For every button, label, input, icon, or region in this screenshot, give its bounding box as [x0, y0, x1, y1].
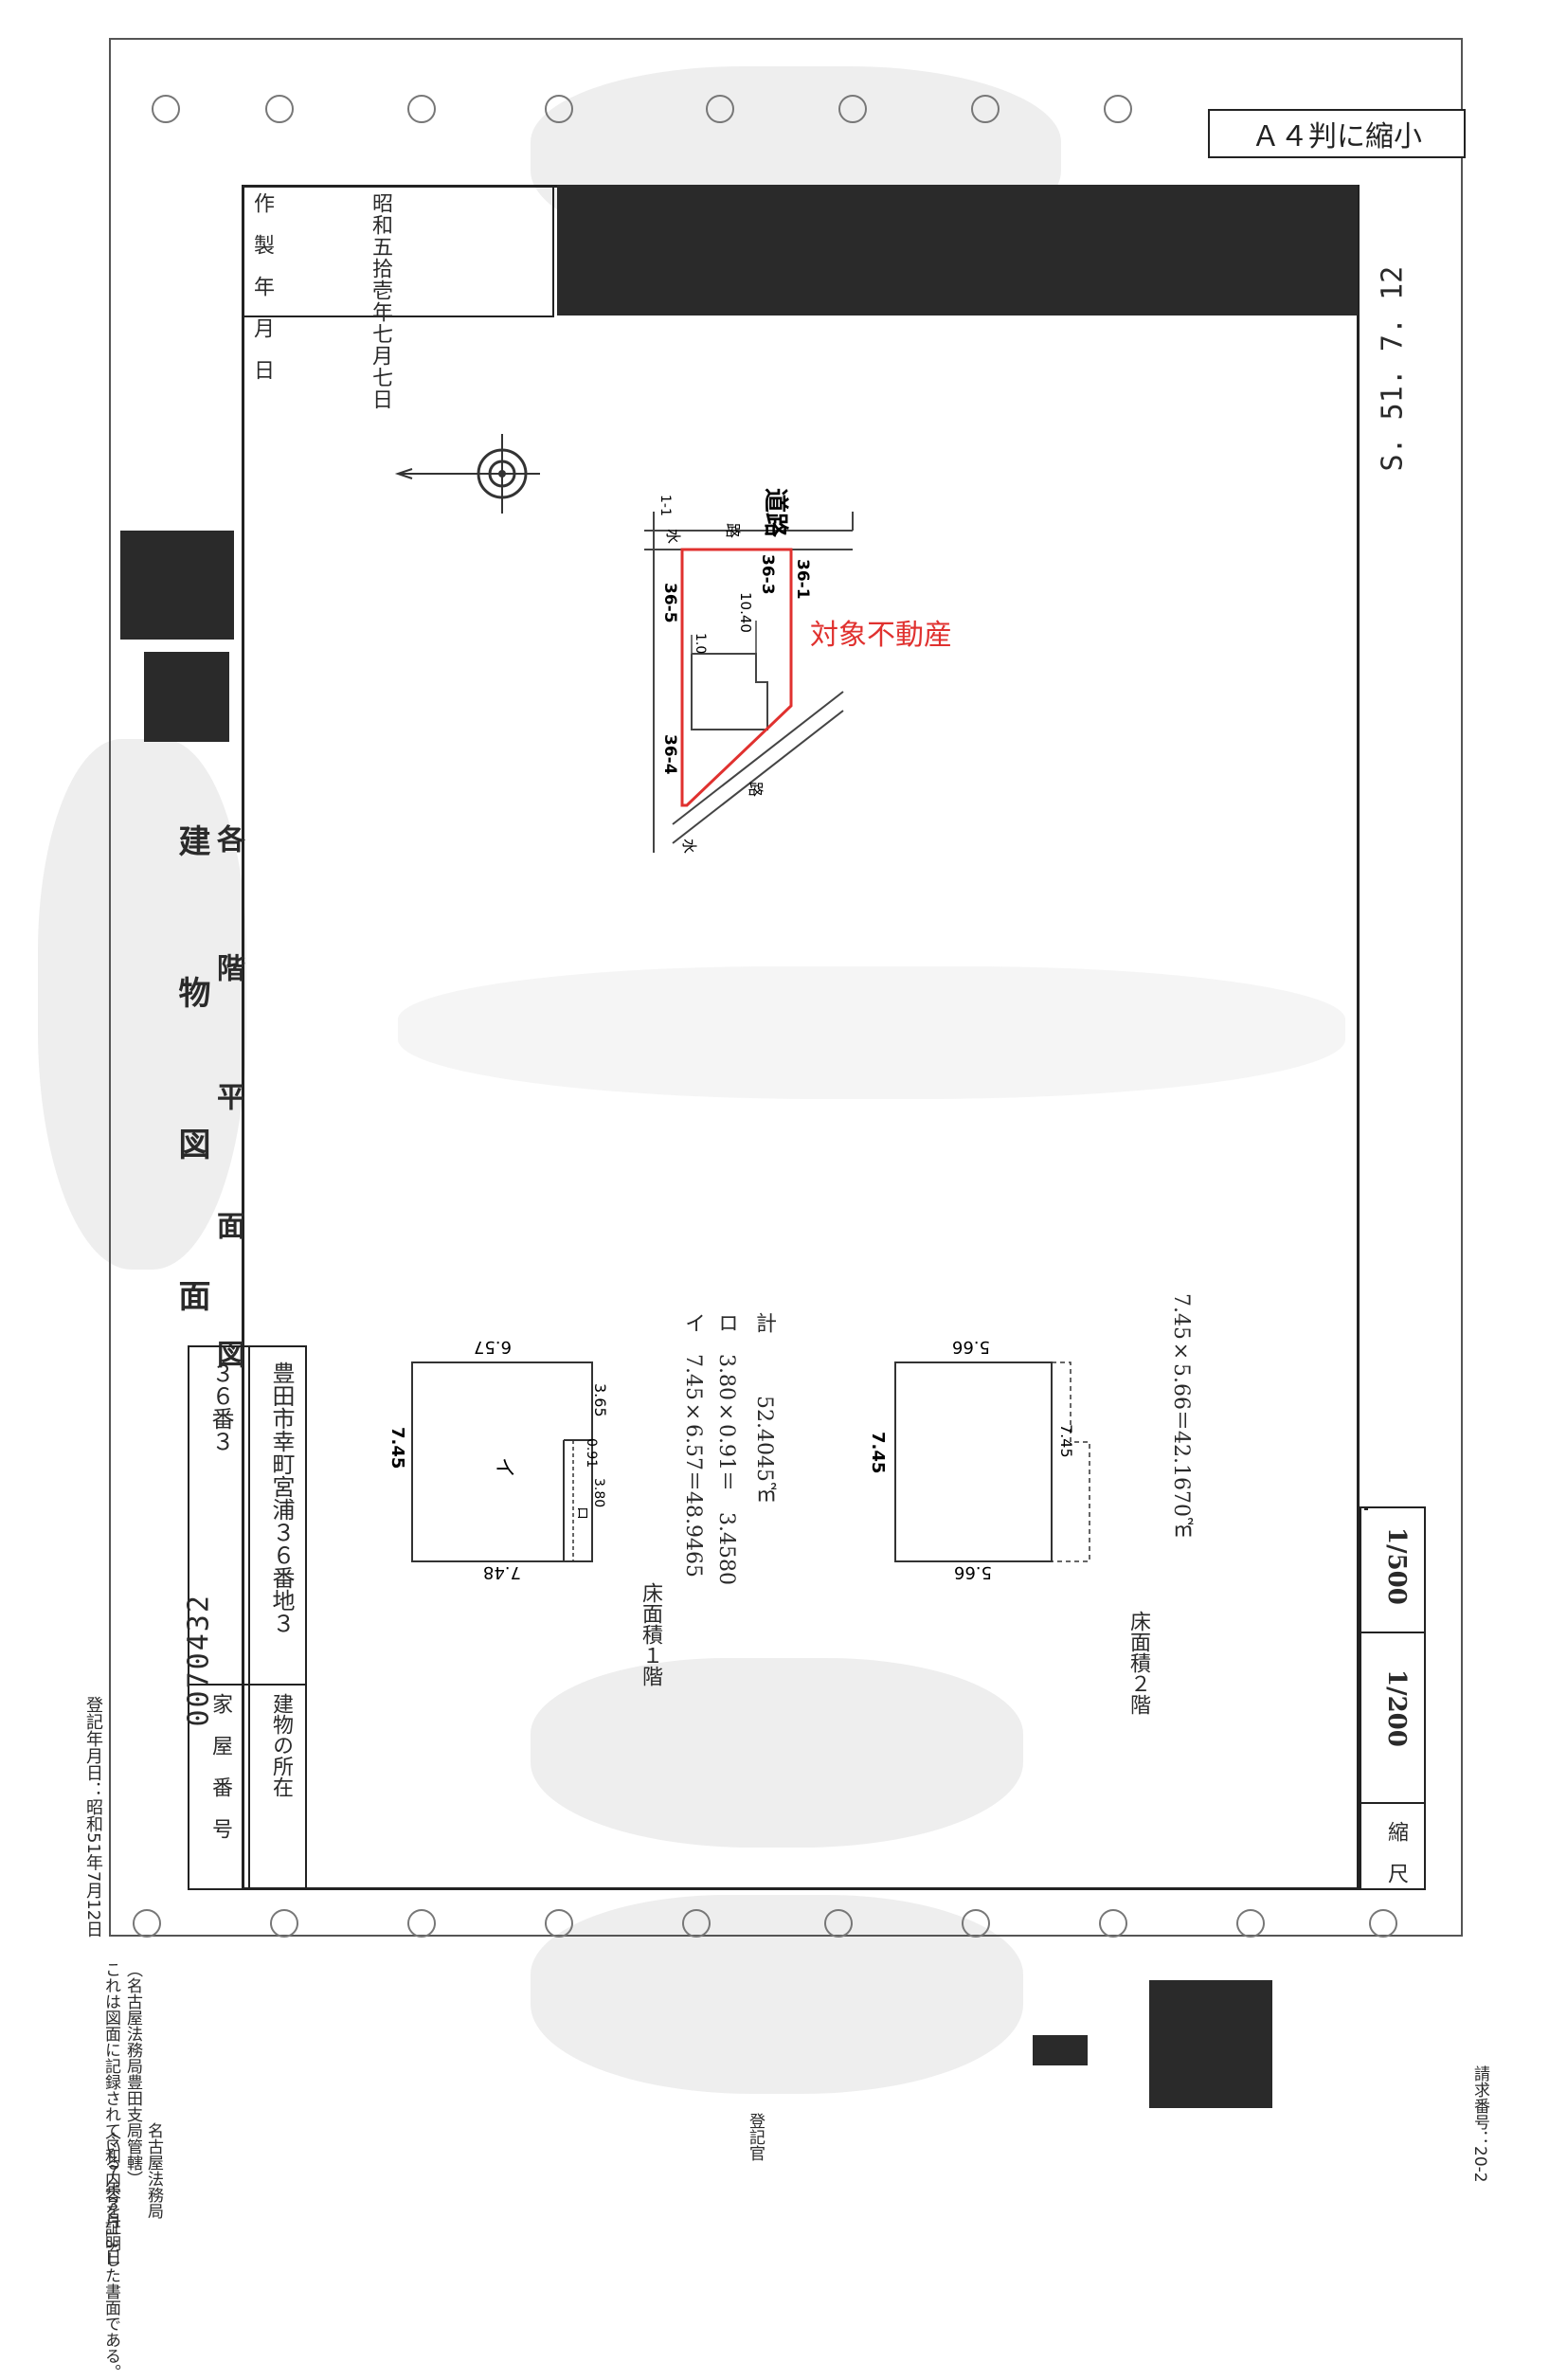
- target-lot-outline: [680, 548, 793, 807]
- scale-note-box: Ａ４判に縮小: [1208, 109, 1466, 158]
- punch-hole: [152, 95, 180, 123]
- sheet-border: [109, 38, 1463, 1937]
- f2-dim-left: 7.45: [868, 1432, 888, 1473]
- location-value: 豊田市幸町宮浦３６番地３: [268, 1361, 295, 1634]
- issue-date: 令和７年３月13日: [101, 2132, 120, 2265]
- floor1-area-label: 床面積１階: [639, 1582, 662, 1686]
- redacted-block: [557, 185, 1358, 316]
- punch-hole: [1369, 1909, 1397, 1938]
- registered-date: 登記年月日：昭和51年7月12日: [83, 1696, 103, 1938]
- punch-hole: [971, 95, 1000, 123]
- request-number: 請求番号：20-2: [1470, 2065, 1489, 2183]
- scale-table: 縮 尺 1/200 1/500: [1360, 1506, 1426, 1890]
- info-row-1: [189, 1347, 250, 1888]
- f2-dim-bottom: 5.66: [954, 1562, 992, 1582]
- floor2-plan: 5.66 7.45 7.45 5.66: [868, 1337, 1090, 1582]
- site-plan: 道路 36-5 36-3 36-1 36-4 10.40 1.0 1-1 水 路…: [394, 434, 854, 854]
- side-dimension: 1.0: [693, 633, 708, 654]
- scale-1-200: 1/200: [1382, 1669, 1411, 1747]
- target-property-label: 対象不動産: [810, 619, 952, 652]
- punch-hole: [270, 1909, 298, 1938]
- house-number-value: ３６番３: [207, 1361, 234, 1452]
- f1-dim-bottom: 7.48: [483, 1562, 521, 1582]
- scale-label: 縮 尺: [1384, 1821, 1408, 1884]
- floor1-calc-2: ロ 3.80×0.91＝ 3.4580: [714, 1312, 738, 1585]
- registrar: 登記官: [746, 2113, 765, 2161]
- floor1-plan: 6.57 3.65 0.91 3.80 7.45 7.48 イ ロ: [387, 1337, 609, 1582]
- waterway-top: 水: [664, 529, 682, 544]
- lot-label-36-5: 36-5: [660, 583, 679, 623]
- creation-date: 昭和五拾壱年七月七日: [369, 192, 392, 410]
- f1-dim-right-3: 3.80: [591, 1478, 606, 1507]
- watermark-bottom: [531, 1658, 1023, 1848]
- creation-date-block: 作 製 年 月 日 昭和五拾壱年七月七日: [242, 185, 554, 410]
- title-sub: 各 階 平 面 図: [211, 824, 244, 1404]
- floor2-calc: 7.45×5.66＝42.1670㎡: [1169, 1293, 1193, 1538]
- punch-hole: [133, 1909, 161, 1938]
- waterway-bottom: 路: [747, 782, 765, 797]
- redacted-small: [1033, 2035, 1088, 2065]
- creation-heading: 作 製 年 月 日: [250, 192, 274, 380]
- scale-1-500: 1/500: [1382, 1527, 1411, 1605]
- floor1-calc-total: 計 52.4045㎡: [752, 1312, 776, 1503]
- punch-hole: [265, 95, 294, 123]
- watermark-left: [38, 739, 246, 1270]
- info-table: 家 屋 番 号 ３６番３ 建物の所在 豊田市幸町宮浦３６番地３: [188, 1345, 307, 1890]
- scale-note: Ａ４判に縮小: [1252, 120, 1422, 153]
- f1-room-i: イ: [492, 1457, 515, 1478]
- north-compass-icon: [394, 434, 540, 514]
- document-page: Ａ４判に縮小 作 製 年 月 日 昭和五拾壱年七月七日 S. 51. 7. 12: [38, 38, 1489, 2380]
- floor2-area-label: 床面積２階: [1126, 1611, 1150, 1715]
- water-bottom: 水: [680, 838, 698, 854]
- lot-label-36-1: 36-1: [793, 559, 812, 600]
- lot-label-36-4: 36-4: [660, 734, 679, 775]
- f1-dim-top: 6.57: [474, 1337, 512, 1357]
- f1-dim-right: 3.65: [591, 1383, 609, 1417]
- dimension-10-40: 10.40: [737, 592, 754, 633]
- info-label-col: [189, 1684, 305, 1686]
- f2-dim-right: 7.45: [1057, 1424, 1075, 1458]
- road-label: 道路: [761, 488, 790, 538]
- stamp-date: S. 51. 7. 12: [1376, 265, 1410, 472]
- doc-number: 0070432: [182, 1594, 216, 1727]
- punch-hole: [407, 95, 436, 123]
- punch-hole: [1104, 95, 1132, 123]
- title-main: 建 物 図 面: [172, 824, 210, 1355]
- office-text: （名古屋法務局豊田支局管轄）: [123, 1961, 142, 2187]
- bureau-name: 名古屋法務局: [144, 2122, 163, 2219]
- punch-hole: [962, 1909, 990, 1938]
- f1-dim-left: 7.45: [387, 1427, 407, 1469]
- punch-hole: [545, 95, 573, 123]
- f1-dim-right-2: 0.91: [584, 1438, 599, 1468]
- punch-hole: [682, 1909, 711, 1938]
- punch-hole: [838, 95, 867, 123]
- redacted-seal: [1149, 1980, 1272, 2108]
- punch-hole: [407, 1909, 436, 1938]
- lot-label-36-3: 36-3: [758, 554, 777, 595]
- punch-hole: [545, 1909, 573, 1938]
- f2-dim-top: 5.66: [952, 1337, 990, 1357]
- f1-room-ro: ロ: [574, 1506, 589, 1520]
- redacted-left-2: [144, 652, 229, 742]
- waterway-mid: 路: [724, 523, 742, 538]
- marker-top: 1-1: [657, 495, 673, 516]
- watermark-lower: [531, 1895, 1023, 2094]
- punch-hole: [706, 95, 734, 123]
- punch-hole: [1099, 1909, 1127, 1938]
- location-label: 建物の所在: [269, 1693, 293, 1797]
- punch-hole: [824, 1909, 853, 1938]
- watermark-center: [398, 966, 1345, 1099]
- floor1-calc-1: イ 7.45×6.57＝48.9465: [681, 1312, 705, 1578]
- punch-hole: [1236, 1909, 1265, 1938]
- house-number-label: 家 屋 番 号: [208, 1693, 232, 1839]
- redacted-left-1: [120, 531, 234, 640]
